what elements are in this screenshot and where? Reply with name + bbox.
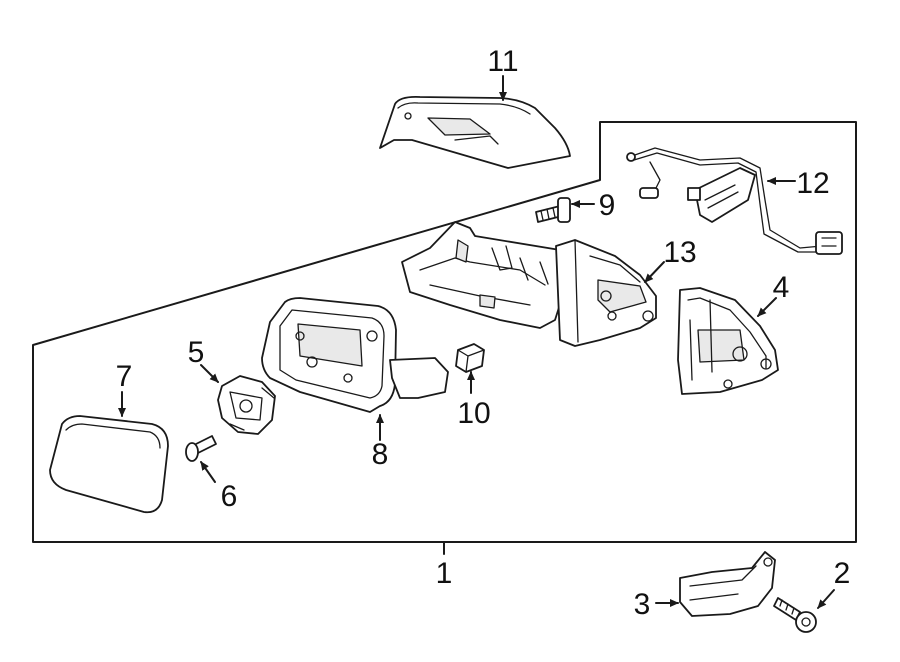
- bolt-part-2: [773, 597, 817, 633]
- callout-7: 7: [116, 360, 133, 393]
- callout-13: 13: [663, 236, 696, 269]
- callout-2: 2: [834, 557, 851, 590]
- bolt-part-6: [185, 435, 217, 462]
- mirror-glass-part-7: [49, 415, 169, 514]
- assembly-outline: [32, 121, 857, 543]
- callout-5: 5: [188, 336, 205, 369]
- backing-plate-part-8: [261, 297, 449, 413]
- clip-part-10: [455, 343, 485, 373]
- wiring-harness-part: [626, 147, 843, 255]
- mirror-cap-part: [379, 95, 571, 169]
- leader-lines: [118, 75, 835, 609]
- screw-part-9: [535, 197, 571, 223]
- callout-10: 10: [457, 397, 490, 430]
- callout-6: 6: [221, 480, 238, 513]
- bracket-part-3: [679, 551, 776, 617]
- callout-3: 3: [634, 588, 651, 621]
- callout-1: 1: [436, 557, 453, 590]
- callout-11: 11: [487, 45, 518, 78]
- callout-8: 8: [372, 438, 389, 471]
- callout-4: 4: [773, 271, 790, 304]
- callout-12: 12: [796, 167, 829, 200]
- housing-cover-part-4: [677, 287, 779, 395]
- callout-9: 9: [599, 189, 616, 222]
- mirror-base-part: [401, 221, 657, 347]
- actuator-part-5: [217, 375, 276, 435]
